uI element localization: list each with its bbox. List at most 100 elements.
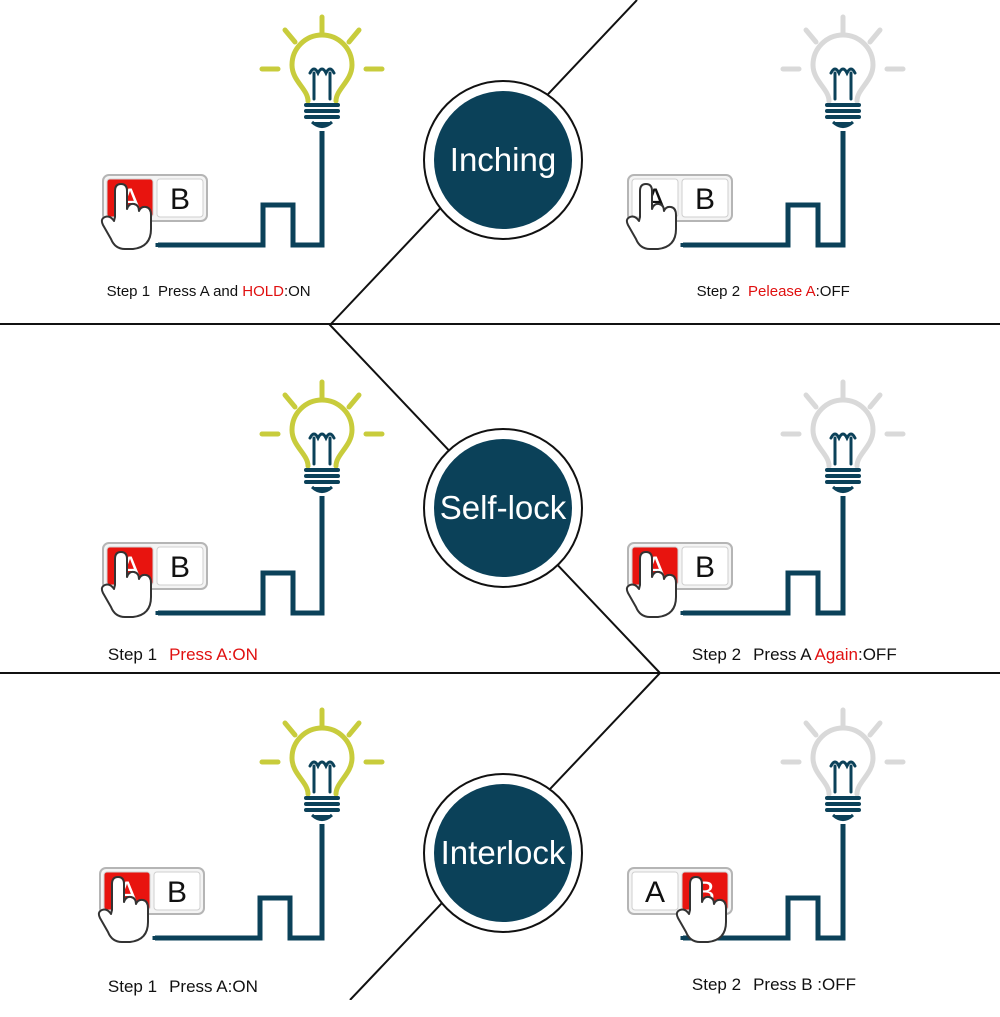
finger-press-icon bbox=[97, 876, 149, 943]
bulb-filament bbox=[829, 432, 857, 466]
switch-key-b-label: B bbox=[695, 183, 715, 216]
finger bbox=[100, 551, 152, 618]
bulb-ray bbox=[867, 392, 883, 410]
circuit-wire bbox=[155, 496, 325, 616]
switch-key-b bbox=[156, 178, 204, 218]
finger-press-icon bbox=[625, 551, 677, 618]
bulb-ray bbox=[803, 392, 819, 410]
light-bulb-icon bbox=[780, 707, 906, 821]
bulb-base-tip bbox=[310, 813, 334, 821]
mode-badge-interlock: Interlock bbox=[423, 773, 583, 933]
step-label: Step 2 bbox=[696, 283, 741, 300]
circuit-wire bbox=[155, 131, 325, 248]
bulb-ray bbox=[867, 27, 883, 45]
row-separator bbox=[0, 323, 1000, 325]
bulb-ray bbox=[803, 27, 819, 45]
step-label: Step 2 bbox=[691, 975, 742, 994]
switch-key-b bbox=[156, 546, 204, 586]
step-label: Step 2 bbox=[691, 645, 742, 664]
finger-press-icon bbox=[675, 876, 727, 943]
switch-key-a bbox=[631, 871, 679, 911]
light-bulb-icon bbox=[780, 14, 906, 128]
bulb-glass bbox=[289, 725, 355, 797]
bulb-ray bbox=[346, 720, 362, 738]
bulb-filament bbox=[308, 760, 336, 794]
bulb-filament bbox=[308, 67, 336, 101]
bulb-ray bbox=[346, 392, 362, 410]
bulb-base-tip bbox=[310, 120, 334, 128]
bulb-glass bbox=[810, 397, 876, 469]
bulb-base-tip bbox=[831, 813, 855, 821]
finger bbox=[100, 183, 152, 250]
switch-key-b bbox=[681, 546, 729, 586]
switch-key-b bbox=[681, 178, 729, 218]
light-bulb-icon bbox=[780, 379, 906, 493]
finger-press-icon bbox=[100, 183, 152, 250]
bulb-ray bbox=[282, 392, 298, 410]
bulb-base-tip bbox=[831, 120, 855, 128]
bulb-base-tip bbox=[831, 485, 855, 493]
bulb-ray bbox=[867, 720, 883, 738]
circuit-wire bbox=[680, 496, 846, 616]
mode-badge-inching: Inching bbox=[423, 80, 583, 240]
switch-key-b-label: B bbox=[170, 551, 190, 584]
step-label: Step 1 bbox=[107, 977, 158, 996]
finger bbox=[625, 183, 677, 250]
bulb-glass bbox=[289, 32, 355, 104]
switch-key-b-label: B bbox=[167, 876, 187, 909]
bulb-ray bbox=[346, 27, 362, 45]
mode-title: Self-lock bbox=[439, 489, 567, 526]
light-bulb-icon bbox=[259, 379, 385, 493]
finger-press-icon bbox=[100, 551, 152, 618]
finger-press-icon bbox=[625, 183, 677, 250]
switch-key-b bbox=[153, 871, 201, 911]
circuit-wire bbox=[680, 131, 846, 248]
finger bbox=[97, 876, 149, 943]
bulb-ray bbox=[282, 720, 298, 738]
mode-title: Inching bbox=[449, 141, 557, 178]
row-separator bbox=[0, 672, 1000, 674]
switch-key-a-label: A bbox=[645, 876, 665, 909]
mode-badge-self-lock: Self-lock bbox=[423, 428, 583, 588]
circuit-wire bbox=[152, 824, 325, 941]
bulb-glass bbox=[810, 32, 876, 104]
step-label: Step 1 bbox=[107, 645, 158, 664]
switch-key-b-label: B bbox=[695, 551, 715, 584]
bulb-ray bbox=[803, 720, 819, 738]
light-bulb-icon bbox=[259, 14, 385, 128]
bulb-filament bbox=[308, 432, 336, 466]
bulb-filament bbox=[829, 67, 857, 101]
circuit-wire bbox=[680, 824, 846, 941]
bulb-glass bbox=[289, 397, 355, 469]
bulb-ray bbox=[282, 27, 298, 45]
light-bulb-icon bbox=[259, 707, 385, 821]
bulb-base-tip bbox=[310, 485, 334, 493]
mode-title: Interlock bbox=[440, 834, 566, 871]
step-label: Step 1 bbox=[106, 283, 151, 300]
switch-key-b-label: B bbox=[170, 183, 190, 216]
finger bbox=[675, 876, 727, 943]
bulb-glass bbox=[810, 725, 876, 797]
bulb-filament bbox=[829, 760, 857, 794]
finger bbox=[625, 551, 677, 618]
